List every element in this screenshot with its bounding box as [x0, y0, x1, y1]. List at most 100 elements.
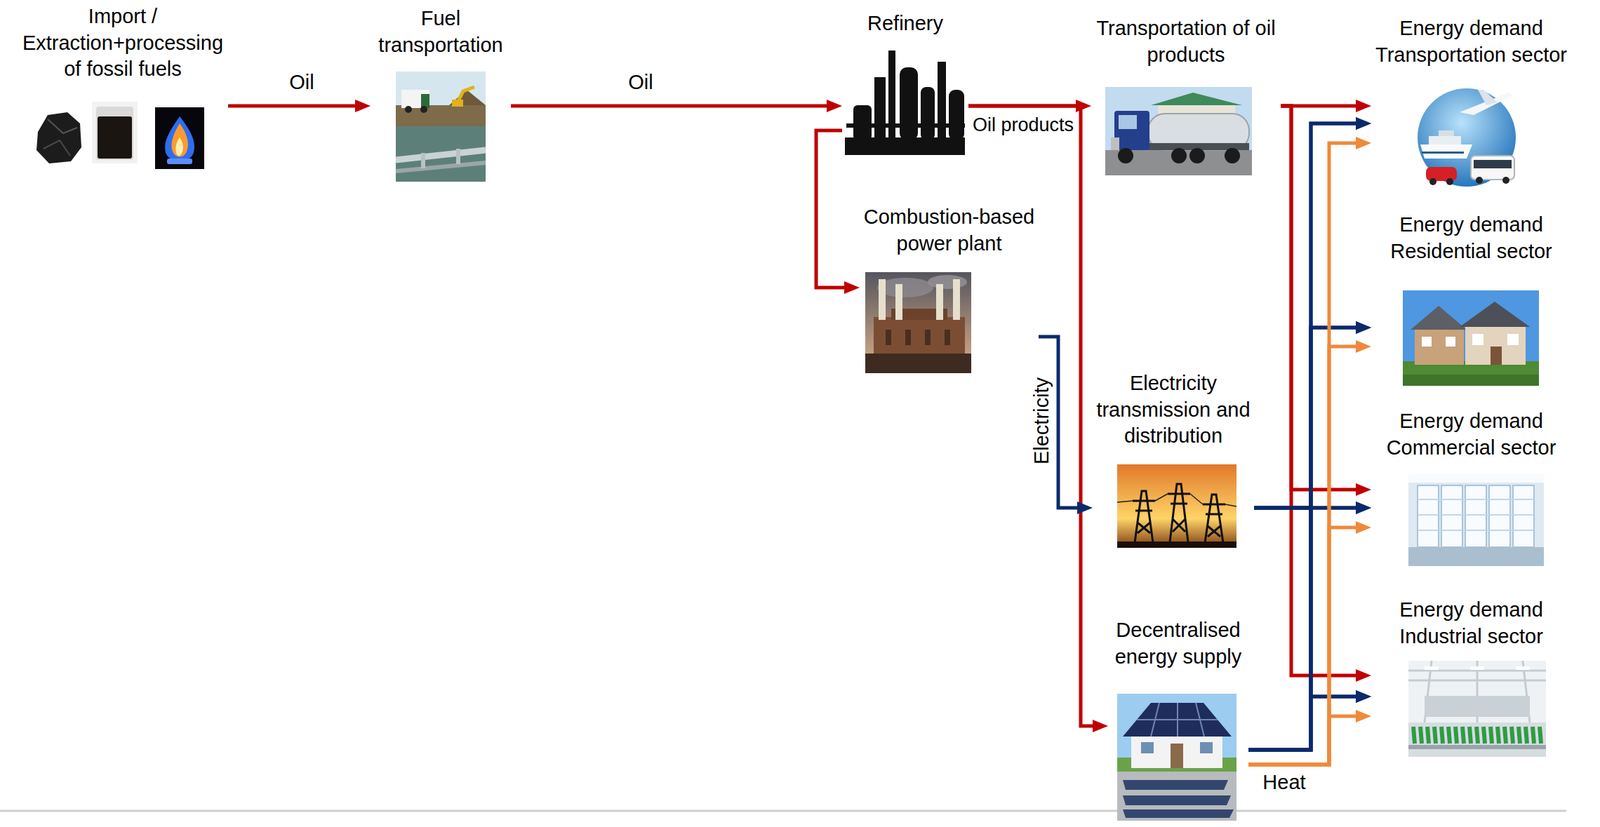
flow-arrow	[968, 105, 1103, 727]
flow-label: Electricity	[1029, 374, 1055, 468]
commercial-photo	[1512, 485, 1535, 548]
flow-label: Oil	[625, 70, 656, 95]
node-heading: Energy demand Residential sector	[1371, 211, 1572, 265]
residential-photo	[1490, 346, 1502, 365]
refinery-silhouette	[899, 67, 918, 141]
commercial-photo	[1408, 474, 1544, 567]
power-lines-photo	[1202, 494, 1226, 549]
decentralised-house-photo	[1122, 809, 1234, 819]
power-lines-photo	[1132, 491, 1156, 549]
decentralised-house-photo	[1141, 742, 1154, 754]
process-node: Fuel transportation	[370, 5, 511, 182]
refinery-silhouette	[937, 61, 946, 141]
tanker-truck-photo	[1189, 148, 1205, 164]
power-lines-photo	[1117, 464, 1237, 549]
node-heading: Decentralised energy supply	[1108, 617, 1249, 671]
industrial-photo	[1424, 696, 1530, 718]
residential-photo	[1414, 329, 1464, 365]
fuel-transport-photo	[395, 105, 486, 127]
tanker-truck-photo	[1150, 92, 1243, 106]
node-heading: Fuel transportation	[370, 5, 511, 59]
demand-node: Energy demand Transportation sector	[1371, 15, 1572, 189]
commercial-photo	[1465, 485, 1487, 548]
transport-sector-picture	[1470, 155, 1515, 180]
transport-sector-picture	[1438, 130, 1455, 137]
power-plant-photo	[878, 279, 886, 320]
refinery-silhouette	[853, 105, 872, 141]
residential-photo	[1507, 334, 1519, 346]
residential-photo	[1445, 336, 1456, 347]
coal-icon	[36, 112, 82, 164]
industrial-photo	[1515, 666, 1530, 671]
oil-sample-icon	[91, 101, 138, 164]
node-heading: Energy demand Industrial sector	[1371, 597, 1572, 650]
coal-icon	[43, 140, 71, 156]
fuel-transport-photo	[456, 148, 461, 165]
residential-photo	[1421, 336, 1432, 347]
gas-flame-icon	[171, 123, 188, 158]
residential-photo	[1410, 305, 1467, 330]
gas-flame-icon	[167, 158, 193, 165]
residential-photo	[1402, 374, 1539, 386]
demand-node: Energy demand Commercial sector	[1371, 408, 1572, 567]
gas-flame-icon	[175, 137, 183, 156]
transport-sector-picture	[1420, 144, 1473, 159]
flow-arrow	[1280, 104, 1366, 109]
process-node: Decentralised energy supply	[1108, 617, 1249, 822]
industrial-photo	[1408, 661, 1546, 758]
gas-flame-icon	[155, 107, 205, 170]
commercial-photo	[1408, 474, 1544, 567]
fuel-transport-photo	[420, 105, 428, 113]
decentralised-house-photo	[1117, 771, 1237, 822]
decentralised-house-photo	[1136, 703, 1218, 737]
decentralised-house-photo	[1122, 795, 1231, 806]
source-node: Import / Extraction+processing of fossil…	[17, 3, 229, 172]
flow-label: Heat	[1259, 770, 1309, 796]
tanker-truck-photo	[1148, 113, 1250, 151]
decentralised-house-photo	[1117, 694, 1237, 822]
industrial-photo	[1470, 666, 1485, 671]
industrial-photo	[1408, 661, 1546, 758]
commercial-photo	[1408, 474, 1544, 483]
residential-photo	[1472, 334, 1484, 346]
tanker-truck-photo	[1105, 87, 1252, 176]
transport-sector-picture	[1429, 178, 1437, 186]
residential-photo	[1465, 327, 1526, 365]
oil-sample-icon	[96, 106, 134, 160]
oil-sample-icon	[97, 116, 132, 159]
decentralised-house-photo	[1131, 734, 1223, 769]
node-heading: Energy demand Commercial sector	[1371, 408, 1572, 462]
flow-arrow	[1248, 123, 1366, 751]
power-plant-photo	[865, 272, 972, 374]
transport-sector-picture	[1421, 151, 1464, 154]
transport-sector-picture	[1473, 160, 1512, 169]
power-plant-photo	[936, 284, 944, 320]
refinery-silhouette	[844, 50, 965, 156]
flow-arrow	[228, 104, 365, 109]
node-heading: Transportation of oil products	[1091, 15, 1281, 69]
decentralised-house-photo	[1117, 694, 1237, 772]
tanker-truck-photo	[1110, 137, 1120, 151]
gas-flame-icon	[155, 107, 205, 170]
flow-arrow	[1248, 508, 1366, 751]
flow-arrow	[1248, 716, 1366, 765]
tanker-truck-photo	[1118, 115, 1137, 130]
commercial-photo	[1489, 485, 1511, 548]
transport-sector-picture	[1477, 89, 1498, 106]
flow-arrow	[1248, 527, 1366, 765]
refinery-silhouette	[874, 77, 886, 141]
refinery-silhouette	[920, 87, 935, 141]
transport-sector-picture	[1502, 176, 1510, 184]
power-lines-photo	[1117, 541, 1237, 549]
flow-arrow	[1248, 346, 1366, 765]
decentralised-house-photo	[1200, 742, 1213, 754]
decentralised-house-photo	[1122, 780, 1229, 791]
oil-sample-icon	[91, 101, 138, 164]
transport-sector-picture	[1475, 176, 1483, 184]
residential-photo	[1402, 290, 1539, 386]
node-heading: Electricity transmission and distributio…	[1092, 370, 1255, 450]
demand-node: Energy demand Industrial sector	[1371, 597, 1572, 758]
power-plant-photo	[924, 329, 931, 346]
power-plant-photo	[927, 275, 968, 290]
gas-flame-icon	[164, 116, 195, 162]
